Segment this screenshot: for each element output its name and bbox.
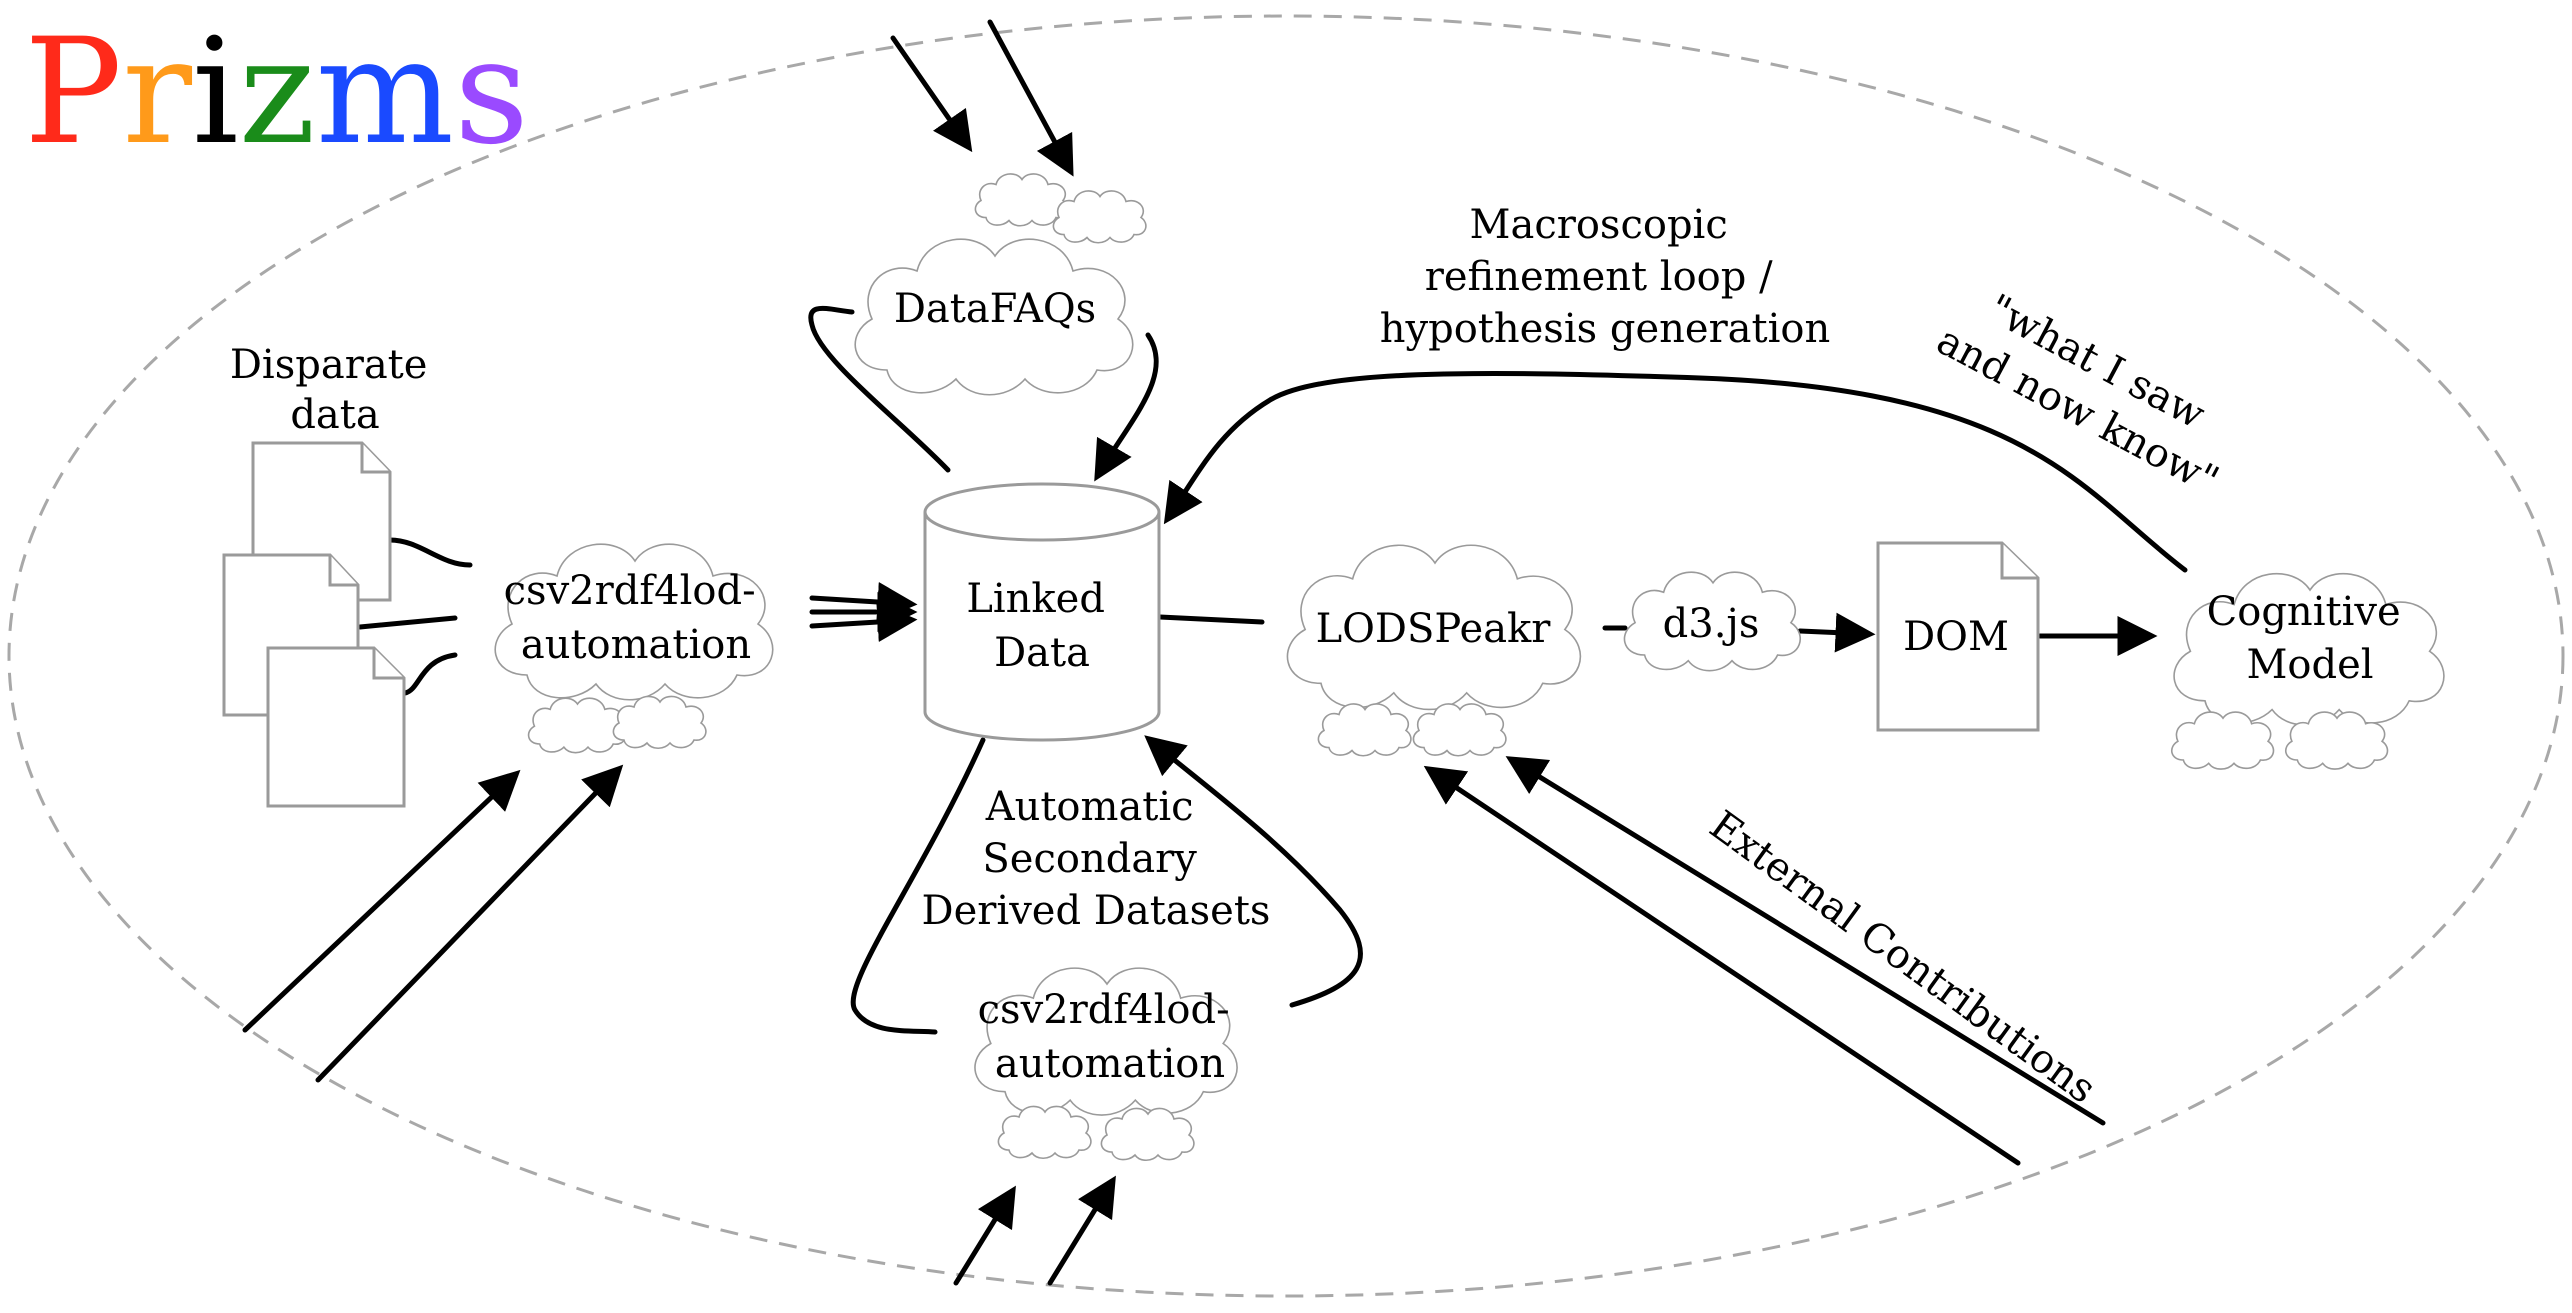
boundary-ellipse (7, 14, 2565, 1298)
datafaqs-label: DataFAQs (894, 286, 1096, 332)
cognitive-small-cloud-1 (2170, 710, 2275, 771)
csv-top-label-line-2: automation (521, 622, 751, 668)
linked-data-database (923, 482, 1161, 742)
edge-doc3-to-csv (402, 652, 458, 696)
edge-linked-to-datafaqs (808, 305, 951, 473)
lodspeakr-label: LODSPeakr (1316, 606, 1552, 652)
what-i-saw-label: "what I saw and now know" (1929, 272, 2250, 505)
disparate-data-label: Disparate data (230, 342, 440, 438)
edge-linked-to-lodspeakr (1157, 614, 1265, 625)
csv-top-label: csv2rdf4lod- automation (504, 568, 769, 668)
arrow-in-datafaqs-2 (987, 19, 1074, 177)
title-letter-r: r (122, 7, 192, 177)
arrow-in-csv-bottom-1 (953, 1185, 1016, 1286)
arrow-cognitive-to-linked (1163, 370, 2188, 573)
arrow-csv-to-linked-3 (809, 602, 918, 642)
csv-bottom-label: csv2rdf4lod- automation (978, 987, 1243, 1087)
automatic-label-line-2: Secondary (982, 836, 1197, 882)
automatic-label-line-1: Automatic (985, 784, 1194, 830)
csv-top-small-cloud-1 (527, 697, 627, 754)
disparate-label-line-1: Disparate (230, 342, 428, 388)
csv-bottom-small-cloud-2 (1100, 1107, 1195, 1162)
cognitive-label-line-2: Model (2246, 642, 2373, 688)
disparate-document-3 (266, 646, 406, 808)
edge-linked-to-csv-bottom (850, 737, 986, 1035)
macroscopic-label-line-1: Macroscopic (1470, 202, 1728, 248)
title-letter-m: m (316, 7, 454, 177)
arrow-in-datafaqs-1 (890, 35, 973, 153)
arrow-d3-to-dom (1797, 612, 1876, 653)
arrow-in-csv-bottom-2 (1047, 1175, 1116, 1286)
automatic-label-line-3: Derived Datasets (922, 888, 1271, 934)
datafaqs-small-cloud-2 (1052, 189, 1148, 244)
edge-doc1-to-csv (387, 537, 473, 568)
lodspeakr-small-cloud-1 (1317, 702, 1412, 757)
arrow-external-2 (1505, 756, 2106, 1126)
csv-top-label-line-1: csv2rdf4lod- (504, 568, 756, 614)
csv-bottom-label-line-2: automation (995, 1041, 1225, 1087)
title-letter-s: s (454, 7, 529, 177)
dom-document (1876, 541, 2040, 732)
linked-data-label: Linked Data (966, 576, 1117, 676)
arrow-in-csv-top-2 (315, 764, 624, 1083)
macroscopic-label: Macroscopic refinement loop / hypothesis… (1380, 202, 1831, 352)
linked-label-line-2: Data (994, 630, 1090, 676)
title-letter-z: z (239, 7, 316, 177)
arrow-external-1 (1423, 765, 2021, 1166)
arrow-in-csv-top-1 (242, 769, 521, 1033)
edge-doc2-to-csv (357, 615, 458, 630)
lodspeakr-small-cloud-2 (1412, 702, 1507, 757)
dom-label: DOM (1903, 614, 2009, 660)
title-letter-p: P (24, 7, 122, 177)
disparate-label-line-2: data (290, 392, 379, 438)
linked-label-line-1: Linked (966, 576, 1105, 622)
datafaqs-small-cloud-1 (974, 172, 1070, 227)
arrow-csv-to-linked-1 (809, 582, 918, 622)
arrow-datafaqs-to-linked (1094, 332, 1159, 482)
csv-bottom-small-cloud-1 (997, 1105, 1092, 1160)
title-letter-i: i (192, 7, 239, 177)
csv-bottom-label-line-1: csv2rdf4lod- (978, 987, 1230, 1033)
external-contributions-label: External Contributions (1701, 802, 2104, 1112)
d3-label: d3.js (1663, 601, 1760, 647)
arrow-csv-bottom-to-linked (1144, 735, 1363, 1008)
macroscopic-label-line-3: hypothesis generation (1380, 306, 1831, 352)
prizms-title: Prizms (24, 7, 529, 177)
cognitive-label-line-1: Cognitive (2207, 589, 2401, 635)
automatic-secondary-label: Automatic Secondary Derived Datasets (922, 784, 1271, 934)
cognitive-model-label: Cognitive Model (2207, 589, 2414, 688)
csv-top-small-cloud-2 (612, 695, 707, 750)
macroscopic-label-line-2: refinement loop / (1425, 254, 1773, 300)
